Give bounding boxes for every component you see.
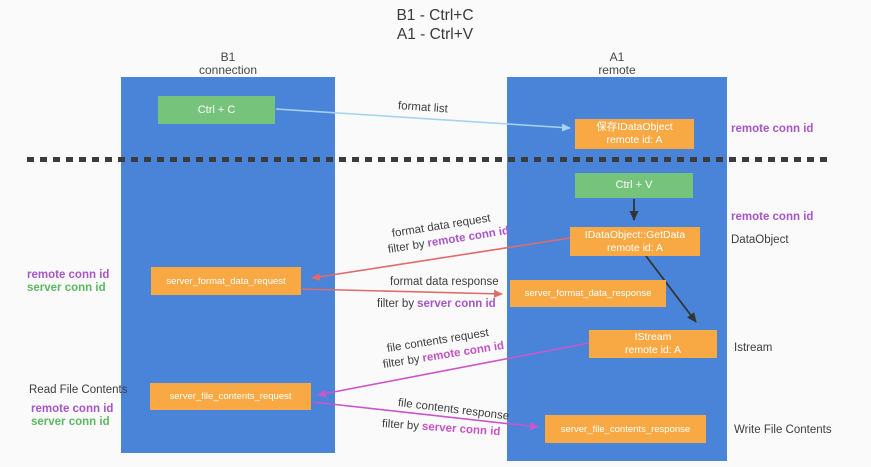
format-data-response-label: format data response — [390, 276, 499, 288]
node-istream: IStream remote id: A — [589, 330, 717, 358]
left-remote-conn-id-upper: remote conn id — [27, 269, 110, 281]
right-remote-conn-id-upper: remote conn id — [731, 123, 814, 135]
node-server-format-data-response: server_format_data_response — [510, 280, 666, 307]
node-ctrl-v: Ctrl + V — [575, 173, 693, 198]
right-dataobject-label: DataObject — [731, 234, 789, 246]
ctrl-c-label: Ctrl + C — [197, 103, 236, 116]
node-idataobject-getdata: IDataObject::GetData remote id: A — [570, 227, 700, 256]
server-format-data-request-label: server_format_data_request — [166, 275, 286, 287]
left-server-conn-id-upper: server conn id — [27, 282, 106, 294]
server-format-data-response-label: server_format_data_response — [524, 288, 652, 299]
save-idataobject-line1: 保存IDataObject — [596, 121, 673, 133]
getdata-line2: remote id: A — [606, 241, 664, 254]
dashed-divider — [27, 157, 830, 162]
right-write-file-contents: Write File Contents — [734, 424, 832, 436]
server-file-contents-request-label: server_file_contents_request — [169, 391, 292, 402]
left-remote-conn-id-lower: remote conn id — [31, 403, 114, 415]
lane-b1-name: B1 — [220, 50, 236, 64]
server-conn-id-text: server conn id — [417, 298, 496, 310]
title-line-2: A1 - Ctrl+V — [396, 26, 474, 43]
title-line-1: B1 - Ctrl+C — [396, 7, 474, 24]
lane-a1-name: A1 — [609, 50, 625, 64]
filter-by-text: filter by — [377, 298, 415, 310]
right-istream-label: Istream — [734, 342, 773, 354]
node-save-idataobject: 保存IDataObject remote id: A — [575, 119, 694, 149]
left-server-conn-id-lower: server conn id — [31, 416, 110, 428]
lane-header-a1: A1 remote — [507, 51, 727, 77]
lane-b1-subtitle: connection — [198, 63, 258, 77]
filter-by-text: filter by — [387, 238, 426, 256]
lane-header-b1: B1 connection — [121, 51, 335, 77]
node-server-file-contents-response: server_file_contents_response — [545, 415, 706, 443]
node-server-file-contents-request: server_file_contents_request — [150, 383, 311, 410]
node-server-format-data-request: server_format_data_request — [151, 267, 301, 295]
getdata-line1: IDataObject::GetData — [584, 228, 686, 241]
left-read-file-contents: Read File Contents — [29, 384, 128, 396]
istream-line2: remote id: A — [624, 344, 682, 356]
istream-line1: IStream — [634, 331, 672, 343]
lane-a1-subtitle: remote — [598, 63, 636, 77]
node-ctrl-c: Ctrl + C — [158, 96, 275, 124]
file-contents-response-label: file contents response — [397, 397, 510, 423]
server-file-contents-response-label: server_file_contents_response — [560, 423, 691, 435]
ctrl-v-label: Ctrl + V — [615, 179, 653, 191]
format-list-label: format list — [397, 100, 449, 116]
filter-by-text: filter by — [382, 353, 421, 371]
right-remote-conn-id-lower: remote conn id — [731, 211, 814, 223]
server-conn-id-text: server conn id — [421, 420, 501, 439]
filter-by-text: filter by — [381, 418, 420, 433]
save-idataobject-line2: remote id: A — [606, 134, 663, 146]
diagram-title: B1 - Ctrl+C A1 - Ctrl+V — [300, 6, 570, 44]
